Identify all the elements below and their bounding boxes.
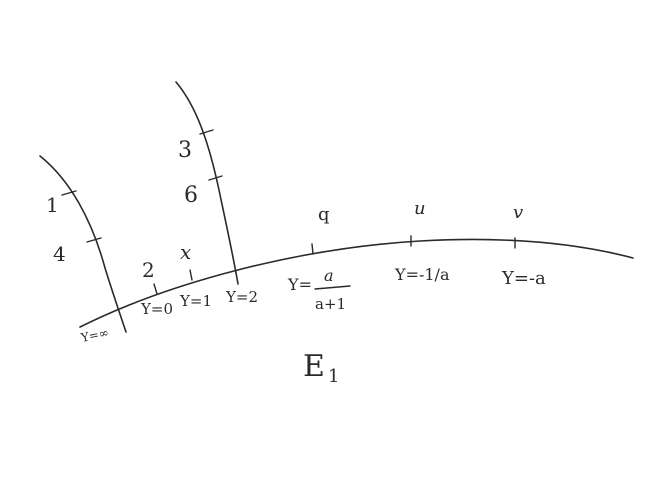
left-curve-label-upper: 1 <box>46 193 59 217</box>
label-x: x <box>180 240 191 264</box>
middle-curve-tick-6 <box>208 175 223 181</box>
label-y-2: Y=2 <box>225 288 258 306</box>
curve-name-subscript: 1 <box>328 366 339 387</box>
middle-curve-label-upper: 3 <box>178 138 192 163</box>
label-y-0: Y=0 <box>140 300 173 318</box>
middle-curve-label-lower: 6 <box>184 183 198 208</box>
fraction-label: Y= a a+1 <box>287 266 351 313</box>
label-y-infinity: Y=∞ <box>79 325 110 345</box>
main-curve <box>79 238 634 328</box>
curve-name: E <box>303 349 325 384</box>
fraction-numerator: a <box>324 266 334 285</box>
label-y-neg-a: Y=-a <box>501 268 546 289</box>
left-curve <box>39 155 127 333</box>
left-curve-tick-1 <box>61 190 77 196</box>
middle-curve <box>175 81 239 285</box>
label-y-1: Y=1 <box>179 292 212 310</box>
fraction-prefix: Y= <box>287 275 312 294</box>
tick-y-0 <box>153 283 158 295</box>
left-curve-label-lower: 4 <box>53 242 66 266</box>
left-curve-tick-4 <box>86 237 102 243</box>
fraction-denominator: a+1 <box>315 295 346 313</box>
label-v: v <box>513 202 523 223</box>
label-2: 2 <box>142 258 155 282</box>
middle-curve-tick-3 <box>199 129 214 135</box>
label-y-neg-inv-a: Y=-1/a <box>394 265 450 284</box>
label-q: q <box>318 204 330 225</box>
tick-y-fraction <box>311 243 314 255</box>
tick-y-1 <box>189 269 193 281</box>
label-u: u <box>414 198 426 219</box>
fraction-bar <box>314 285 351 290</box>
